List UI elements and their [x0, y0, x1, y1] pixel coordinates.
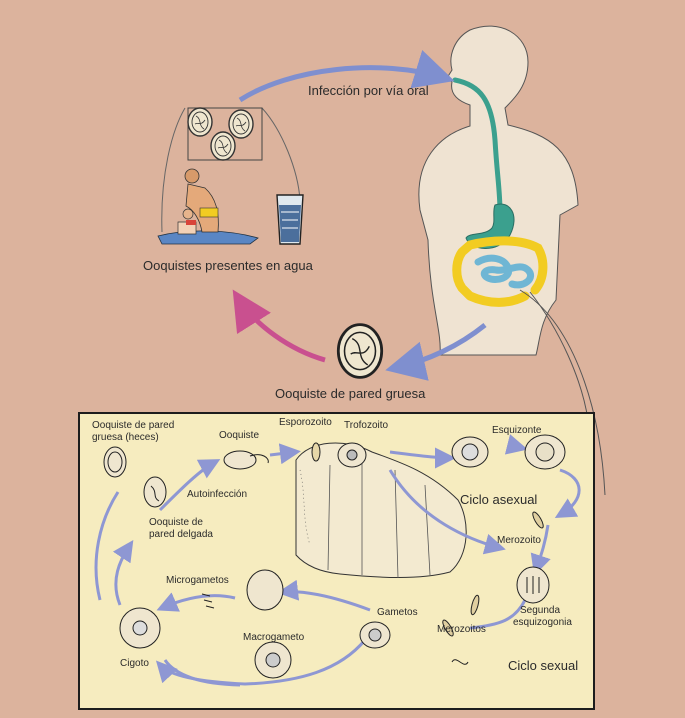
contamination-arrow	[232, 289, 326, 363]
label-thick-oocyst-feces-2: gruesa (heces)	[92, 432, 159, 443]
stage-gametes	[359, 621, 391, 649]
label-merozoites: Merozoitos	[437, 624, 486, 635]
label-schizont: Esquizonte	[492, 425, 542, 436]
label-zygote: Cigoto	[120, 658, 149, 669]
esophagus	[452, 77, 503, 215]
life-stages	[103, 434, 566, 679]
label-microgametes: Microgametos	[166, 575, 229, 586]
small-intestine	[474, 254, 535, 289]
stage-macrogamete	[254, 641, 292, 679]
large-intestine	[452, 236, 548, 307]
stage-microgamont	[246, 569, 284, 611]
label-second-schizogony-2: esquizogonia	[513, 617, 572, 628]
stage-trophozoite	[337, 442, 367, 468]
stage-oocyst-excysting	[223, 450, 269, 470]
label-oocyst: Ooquiste	[219, 430, 260, 441]
infection-arrow	[238, 50, 455, 103]
stage-thick-oocyst	[103, 446, 127, 478]
stage-schizont-2	[524, 434, 566, 470]
label-autoinfection: Autoinfección	[187, 489, 248, 500]
thick-walled-oocyst	[336, 323, 384, 379]
stage-zygote	[119, 607, 161, 649]
excretion-arrow	[385, 323, 487, 381]
label-merozoite: Merozoito	[497, 535, 541, 546]
stage-merozoites	[470, 594, 480, 616]
stage-thin-oocyst	[143, 476, 167, 508]
stage-microgametes	[201, 593, 215, 609]
cycle-arrows	[94, 434, 581, 687]
label-trophozoite: Trofozoito	[344, 420, 389, 431]
label-thin-oocyst-2: pared delgada	[149, 529, 213, 540]
label-oral-infection: Infección por vía oral	[308, 83, 429, 98]
label-macrogamete: Macrogameto	[243, 632, 305, 643]
label-asexual-cycle: Ciclo asexual	[460, 492, 538, 507]
stage-schizont-1	[451, 436, 489, 468]
label-sporozoite: Esporozoito	[279, 417, 332, 428]
intestinal-epithelium	[295, 442, 467, 579]
label-thick-wall-oocyst: Ooquiste de pared gruesa	[275, 386, 426, 401]
magnification-line	[519, 289, 606, 496]
label-second-schizogony-1: Segunda	[520, 605, 561, 616]
stage-sporozoite	[311, 442, 321, 462]
stage-second-schizogony	[516, 566, 550, 604]
label-thin-oocyst-1: Ooquiste de	[149, 517, 203, 528]
label-oocysts-in-water: Ooquistes presentes en agua	[143, 258, 313, 273]
human-body-figure	[418, 25, 579, 356]
label-sexual-cycle: Ciclo sexual	[508, 658, 579, 673]
label-thick-oocyst-feces-1: Ooquiste de pared	[92, 420, 175, 431]
label-gametes: Gametos	[377, 607, 418, 618]
magnification-line-2	[529, 291, 589, 421]
stage-merozoite	[532, 511, 544, 529]
water-scene-illustration	[157, 107, 304, 245]
